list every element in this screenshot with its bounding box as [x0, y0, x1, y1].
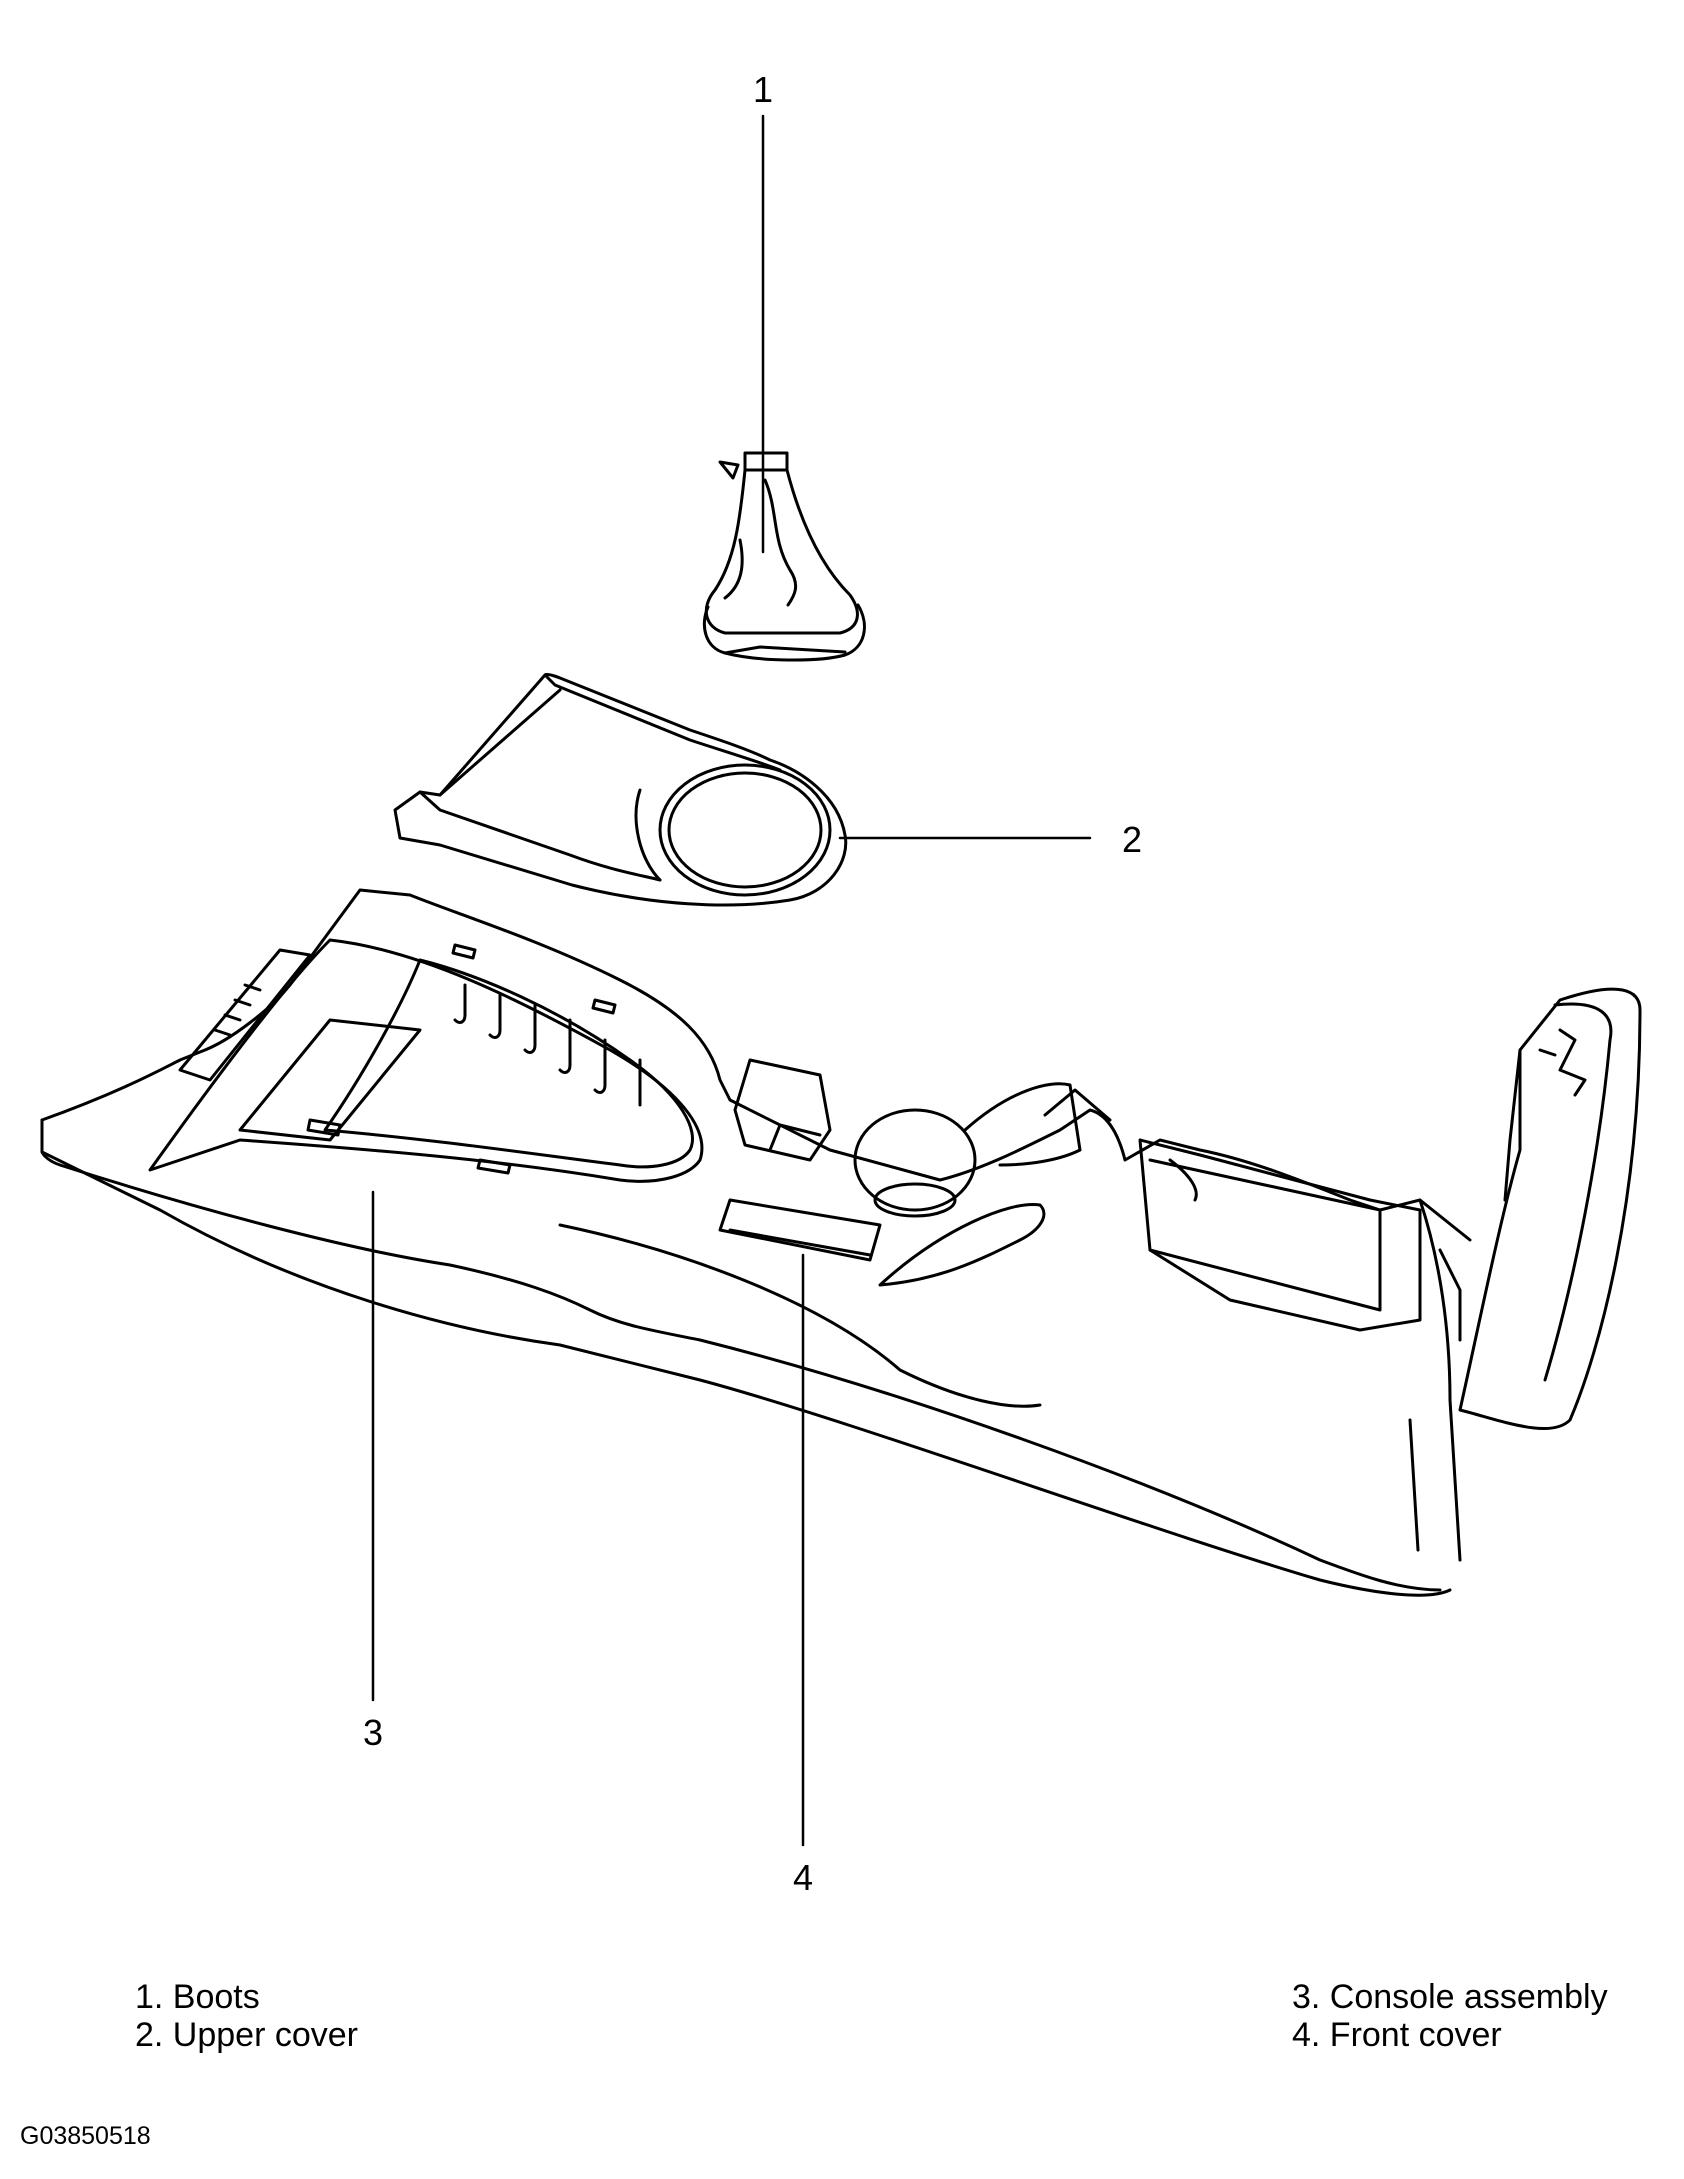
upper-cover-part: [393, 673, 848, 907]
callout-number-3: 3: [363, 1712, 383, 1753]
leader-lines: [371, 114, 1092, 1847]
legend-item-boots: 1. Boots: [135, 1978, 260, 2016]
console-assembly-part: [40, 888, 1472, 1597]
legend-item-front-cover: 4. Front cover: [1292, 2016, 1502, 2054]
figure-code: G03850518: [20, 2122, 151, 2150]
legend-item-upper-cover: 2. Upper cover: [135, 2016, 358, 2054]
legend-left-column: 1. Boots 2. Upper cover: [135, 1978, 358, 2054]
callout-number-2: 2: [1122, 819, 1142, 860]
callout-number-4: 4: [793, 1857, 813, 1898]
callout-number-1: 1: [753, 69, 773, 110]
armrest-lid: [1458, 987, 1642, 1431]
boots-part: [702, 451, 866, 662]
legend-right-column: 3. Console assembly 4. Front cover: [1292, 1978, 1608, 2054]
legend-item-console-assembly: 3. Console assembly: [1292, 1978, 1608, 2016]
